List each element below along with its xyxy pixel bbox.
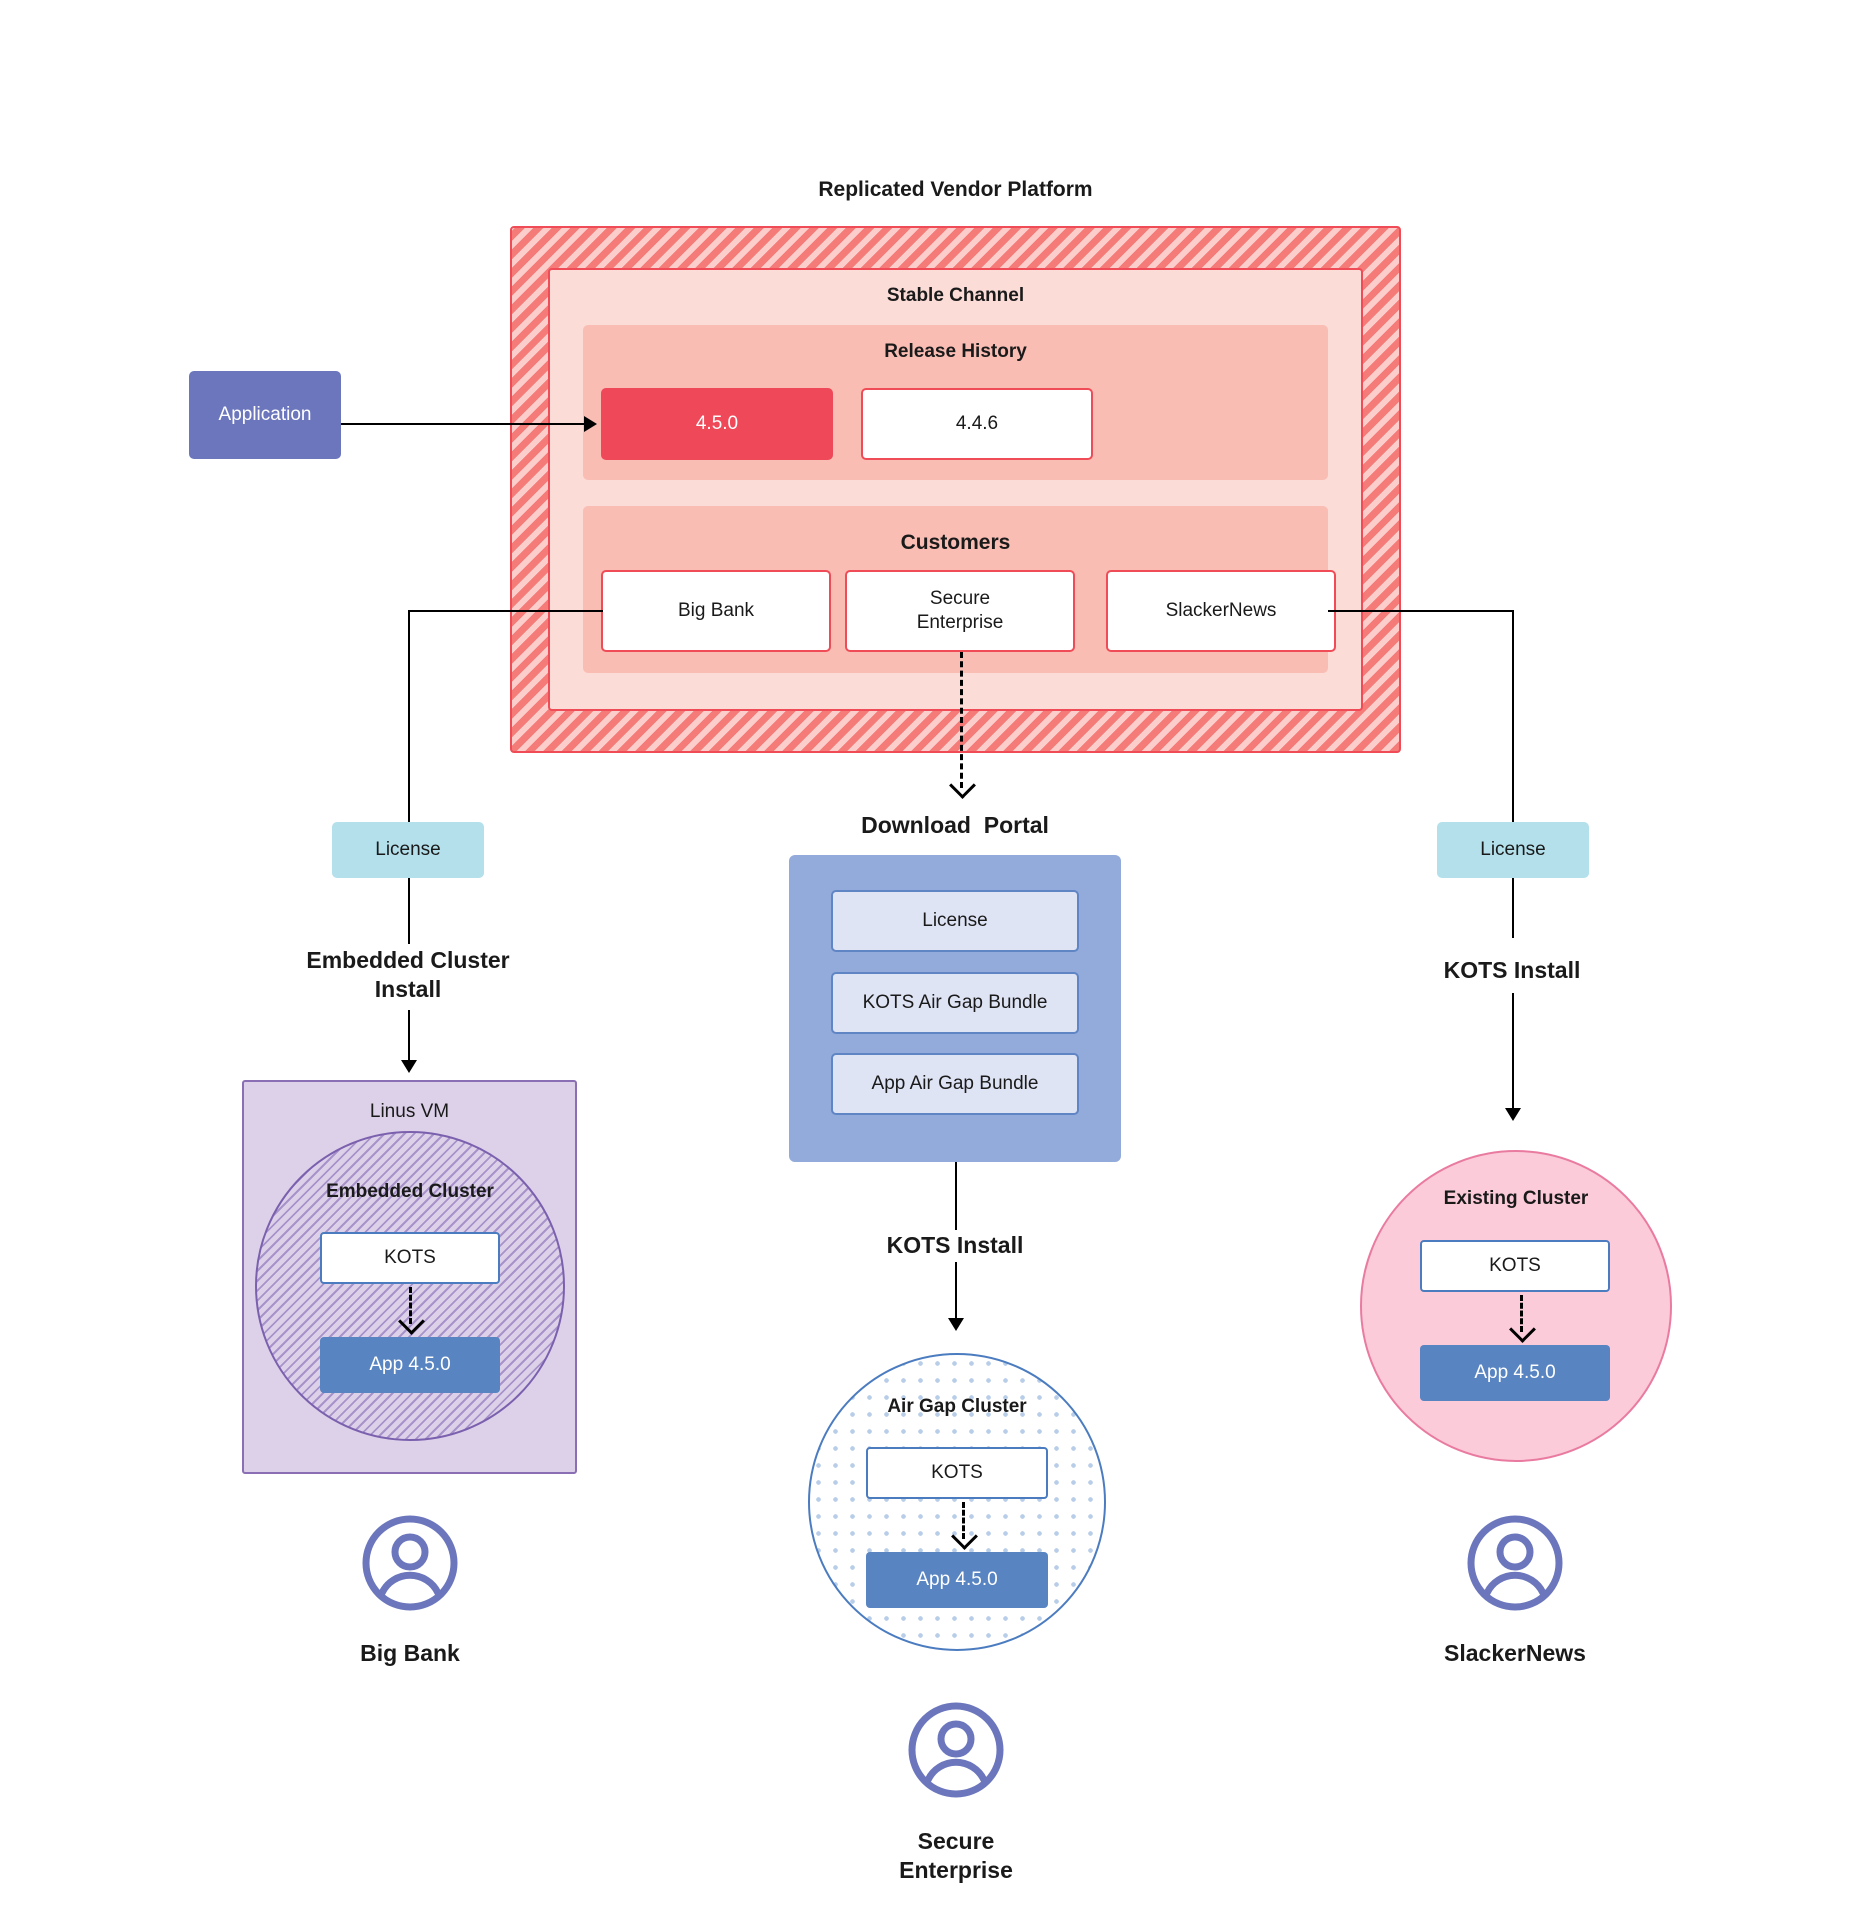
download-portal-item-app-airgap-bundle[interactable]: App Air Gap Bundle [831,1053,1079,1115]
portal-to-flow-line [955,1162,957,1230]
flow-center-to-cluster-line [955,1262,957,1320]
embedded-app-box[interactable]: App 4.5.0 [320,1337,500,1393]
existing-app-box[interactable]: App 4.5.0 [1420,1345,1610,1401]
release-item-previous[interactable]: 4.4.6 [861,388,1093,460]
flow-left-arrowhead-icon [401,1060,417,1073]
application-box[interactable]: Application [189,371,341,459]
user-avatar-icon [908,1702,1004,1798]
airgap-kots-box[interactable]: KOTS [866,1447,1048,1499]
stable-channel-title: Stable Channel [886,285,1025,307]
download-portal-title: Download Portal [861,811,1049,838]
existing-cluster-circle [1360,1150,1672,1462]
release-item-current[interactable]: 4.5.0 [601,388,833,460]
application-to-release-connector [341,423,584,425]
flow-center-arrowhead-icon [948,1318,964,1331]
license-chip-left[interactable]: License [332,822,484,878]
page-title: Replicated Vendor Platform [818,177,1093,201]
existing-kots-box[interactable]: KOTS [1420,1240,1610,1292]
customer-box-secure-enterprise[interactable]: Secure Enterprise [845,570,1075,652]
embedded-cluster-circle [255,1131,565,1441]
flow-label-kots-install-center: KOTS Install [886,1231,1024,1258]
customer-box-slackernews[interactable]: SlackerNews [1106,570,1336,652]
release-history-title: Release History [884,341,1027,363]
embedded-kots-box[interactable]: KOTS [320,1232,500,1284]
download-portal-item-license[interactable]: License [831,890,1079,952]
flow-right-arrowhead-icon [1505,1108,1521,1121]
license-left-to-flow-line [408,878,410,944]
slackernews-branch-horizontal [1328,610,1514,612]
bigbank-branch-horizontal [408,610,603,612]
existing-kots-to-app-dashed-line [1520,1295,1523,1332]
user-avatar-icon [1467,1515,1563,1611]
embedded-kots-to-app-dashed-line [409,1287,412,1324]
airgap-kots-to-app-dashed-line [962,1502,965,1539]
download-portal-item-kots-airgap-bundle[interactable]: KOTS Air Gap Bundle [831,972,1079,1034]
flow-left-to-vm-line [408,1010,410,1062]
flow-label-embedded-cluster-install: Embedded Cluster Install [306,947,510,1002]
embedded-cluster-label: Embedded Cluster [326,1181,494,1203]
secure-enterprise-dashed-line [960,652,963,788]
flow-right-to-cluster-line [1512,993,1514,1111]
airgap-app-box[interactable]: App 4.5.0 [866,1552,1048,1608]
application-arrowhead-icon [584,416,597,432]
existing-cluster-label: Existing Cluster [1443,1188,1589,1210]
linux-vm-label: Linus VM [369,1101,450,1123]
air-gap-cluster-label: Air Gap Cluster [887,1396,1027,1418]
bigbank-branch-vertical [408,610,410,822]
customers-title: Customers [900,530,1011,554]
license-chip-right[interactable]: License [1437,822,1589,878]
customer-label-secure-enterprise: Secure Enterprise [899,1828,1013,1883]
customer-box-big-bank[interactable]: Big Bank [601,570,831,652]
secure-enterprise-dashed-arrowhead-icon [949,772,976,799]
slackernews-branch-vertical [1512,610,1514,822]
customer-label-big-bank: Big Bank [360,1639,460,1666]
license-right-to-flow-line [1512,878,1514,938]
flow-label-kots-install-right: KOTS Install [1443,956,1581,983]
customer-label-slackernews: SlackerNews [1444,1639,1586,1666]
user-avatar-icon [362,1515,458,1611]
